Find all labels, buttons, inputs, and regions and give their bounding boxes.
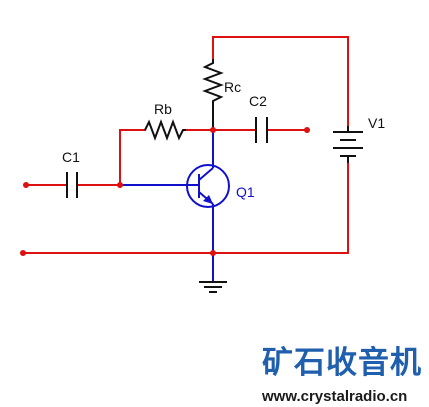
capacitor-c1 xyxy=(66,172,78,198)
component-leads xyxy=(120,130,214,282)
junction-emitter xyxy=(210,250,216,256)
junction-collector xyxy=(210,127,216,133)
ground-symbol xyxy=(199,281,227,293)
junctions xyxy=(20,127,310,256)
label-q1: Q1 xyxy=(236,184,255,200)
label-rb: Rb xyxy=(154,101,172,117)
wire-top-rail xyxy=(212,36,349,133)
transistor-q1-arrow xyxy=(203,195,213,204)
transistor-q1-body xyxy=(186,164,230,208)
terminal-output xyxy=(304,127,310,133)
capacitor-c2 xyxy=(255,117,268,143)
wire-base-node-to-rb xyxy=(119,129,146,186)
junction-base xyxy=(117,182,123,188)
watermark-url: www.crystalradio.cn xyxy=(261,388,407,405)
resistor-rb xyxy=(144,119,186,141)
resistor-rc xyxy=(202,59,224,130)
label-c2: C2 xyxy=(249,93,267,109)
battery-v1 xyxy=(333,126,363,163)
label-rc: Rc xyxy=(224,79,241,95)
terminal-ground-rail xyxy=(20,250,26,256)
transistor-q1-collector xyxy=(198,167,214,181)
terminal-input xyxy=(23,182,29,188)
wires xyxy=(22,36,349,254)
wire-v1-to-ground-rail xyxy=(22,162,349,254)
label-c1: C1 xyxy=(62,149,80,165)
label-v1: V1 xyxy=(368,115,385,131)
watermark-brand: 矿石收音机 xyxy=(262,345,422,381)
transistor-q1 xyxy=(186,164,230,208)
